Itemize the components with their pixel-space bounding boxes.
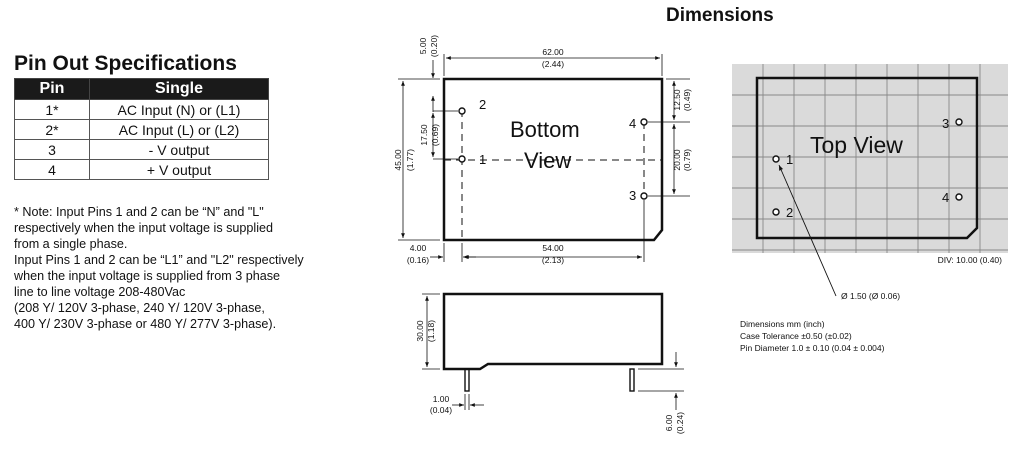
note-line: line to line voltage 208-480Vac <box>14 285 186 299</box>
pin-label: 4 <box>942 190 949 205</box>
function-cell: + V output <box>89 159 269 180</box>
dimension-note: Dimensions mm (inch) <box>740 319 825 329</box>
pinout-note: * Note: Input Pins 1 and 2 can be “N” an… <box>14 204 304 332</box>
dimensions-title: Dimensions <box>666 5 774 26</box>
div-note: DIV: 10.00 (0.40) <box>938 255 1003 265</box>
dim-left-offset-in: (0.16) <box>407 255 429 265</box>
bottom-view-label: View <box>524 148 571 173</box>
table-row: 1* AC Input (N) or (L1) <box>14 99 269 120</box>
pinout-title: Pin Out Specifications <box>14 52 237 75</box>
pinout-table: Pin Single 1* AC Input (N) or (L1) 2* AC… <box>14 78 269 180</box>
dim-pin-width: 1.00 <box>433 394 450 404</box>
dim-top-offset: 5.00 <box>418 37 428 54</box>
dim-pin-spacing-h-in: (2.13) <box>542 255 564 265</box>
pin-hole <box>458 155 466 163</box>
note-line: when the input voltage is supplied from … <box>14 269 281 283</box>
dim-pin-spacing-v-in: (0.69) <box>430 124 440 146</box>
dim-right-mid-in: (0.79) <box>682 149 692 171</box>
callout-leader <box>778 164 837 297</box>
dim-pin-width-in: (0.04) <box>430 405 452 415</box>
pin-label: 3 <box>629 188 636 203</box>
dimension-note: Pin Diameter 1.0 ± 0.10 (0.04 ± 0.004) <box>740 343 885 353</box>
dim-width-in: (2.44) <box>542 59 564 69</box>
pin-label: 1 <box>786 152 793 167</box>
dimension-note: Case Tolerance ±0.50 (±0.02) <box>740 331 852 341</box>
grid <box>732 64 1008 253</box>
top-view-drawing: 3 1 4 2 Top View DIV: 10.00 (0.40) Ø 1.5… <box>732 64 1008 353</box>
dim-top-offset-in: (0.20) <box>429 35 439 57</box>
pin-label: 3 <box>942 116 949 131</box>
pin-hole <box>772 208 780 216</box>
pin-cell: 4 <box>14 159 90 180</box>
bottom-view-drawing: 2 1 4 3 Bottom View 62.00 (2.44) 45.00 (… <box>393 35 692 265</box>
pin-diameter-callout: Ø 1.50 (Ø 0.06) <box>841 291 900 301</box>
dim-height-in: (1.77) <box>405 149 415 171</box>
dim-width: 62.00 <box>542 47 564 57</box>
table-header-row: Pin Single <box>14 78 269 100</box>
dim-left-offset: 4.00 <box>410 243 427 253</box>
side-view-outline <box>442 292 664 371</box>
dim-right-top: 12.50 <box>672 89 682 111</box>
dim-right-mid: 20.00 <box>672 149 682 171</box>
side-pin <box>464 368 470 392</box>
function-cell: AC Input (L) or (L2) <box>89 119 269 140</box>
pin-hole <box>458 107 466 115</box>
dim-pin-length-in: (0.24) <box>675 412 685 434</box>
dim-side-height: 30.00 <box>415 320 425 342</box>
dim-side-height-in: (1.18) <box>426 320 436 342</box>
dim-pin-spacing-v: 17.50 <box>419 124 429 146</box>
pin-hole <box>955 193 963 201</box>
pin-label: 4 <box>629 116 636 131</box>
pin-label: 2 <box>479 97 486 112</box>
note-line: (208 Y/ 120V 3-phase, 240 Y/ 120V 3-phas… <box>14 301 265 315</box>
dim-pin-length: 6.00 <box>664 414 674 431</box>
table-row: 4 + V output <box>14 159 269 180</box>
dim-pin-spacing-h: 54.00 <box>542 243 564 253</box>
pin-hole <box>955 118 963 126</box>
column-header-single: Single <box>89 78 269 100</box>
pin-hole <box>772 155 780 163</box>
note-line: 400 Y/ 230V 3-phase or 480 Y/ 277V 3-pha… <box>14 317 277 331</box>
dim-right-top-in: (0.49) <box>682 89 692 111</box>
bottom-view-label: Bottom <box>510 117 580 142</box>
note-line: from a single phase. <box>14 237 128 251</box>
dim-height: 45.00 <box>393 149 403 171</box>
column-header-pin: Pin <box>14 78 90 100</box>
top-view-outline <box>755 76 979 240</box>
pin-label: 2 <box>786 205 793 220</box>
pin-hole <box>640 118 648 126</box>
pin-label: 1 <box>479 152 486 167</box>
note-line: respectively when the input voltage is s… <box>14 221 274 235</box>
bottom-view-outline <box>442 77 664 242</box>
function-cell: AC Input (N) or (L1) <box>89 99 269 120</box>
note-line: * Note: Input Pins 1 and 2 can be “N” an… <box>14 205 264 219</box>
note-line: Input Pins 1 and 2 can be “L1” and "L2" … <box>14 253 304 267</box>
top-view-label: Top View <box>810 132 903 158</box>
side-pin <box>629 368 635 392</box>
pin-hole <box>640 192 648 200</box>
table-row: 3 - V output <box>14 139 269 160</box>
function-cell: - V output <box>89 139 269 160</box>
side-view-drawing: 30.00 (1.18) 1.00 (0.04) 6.00 (0.24) <box>415 292 685 434</box>
